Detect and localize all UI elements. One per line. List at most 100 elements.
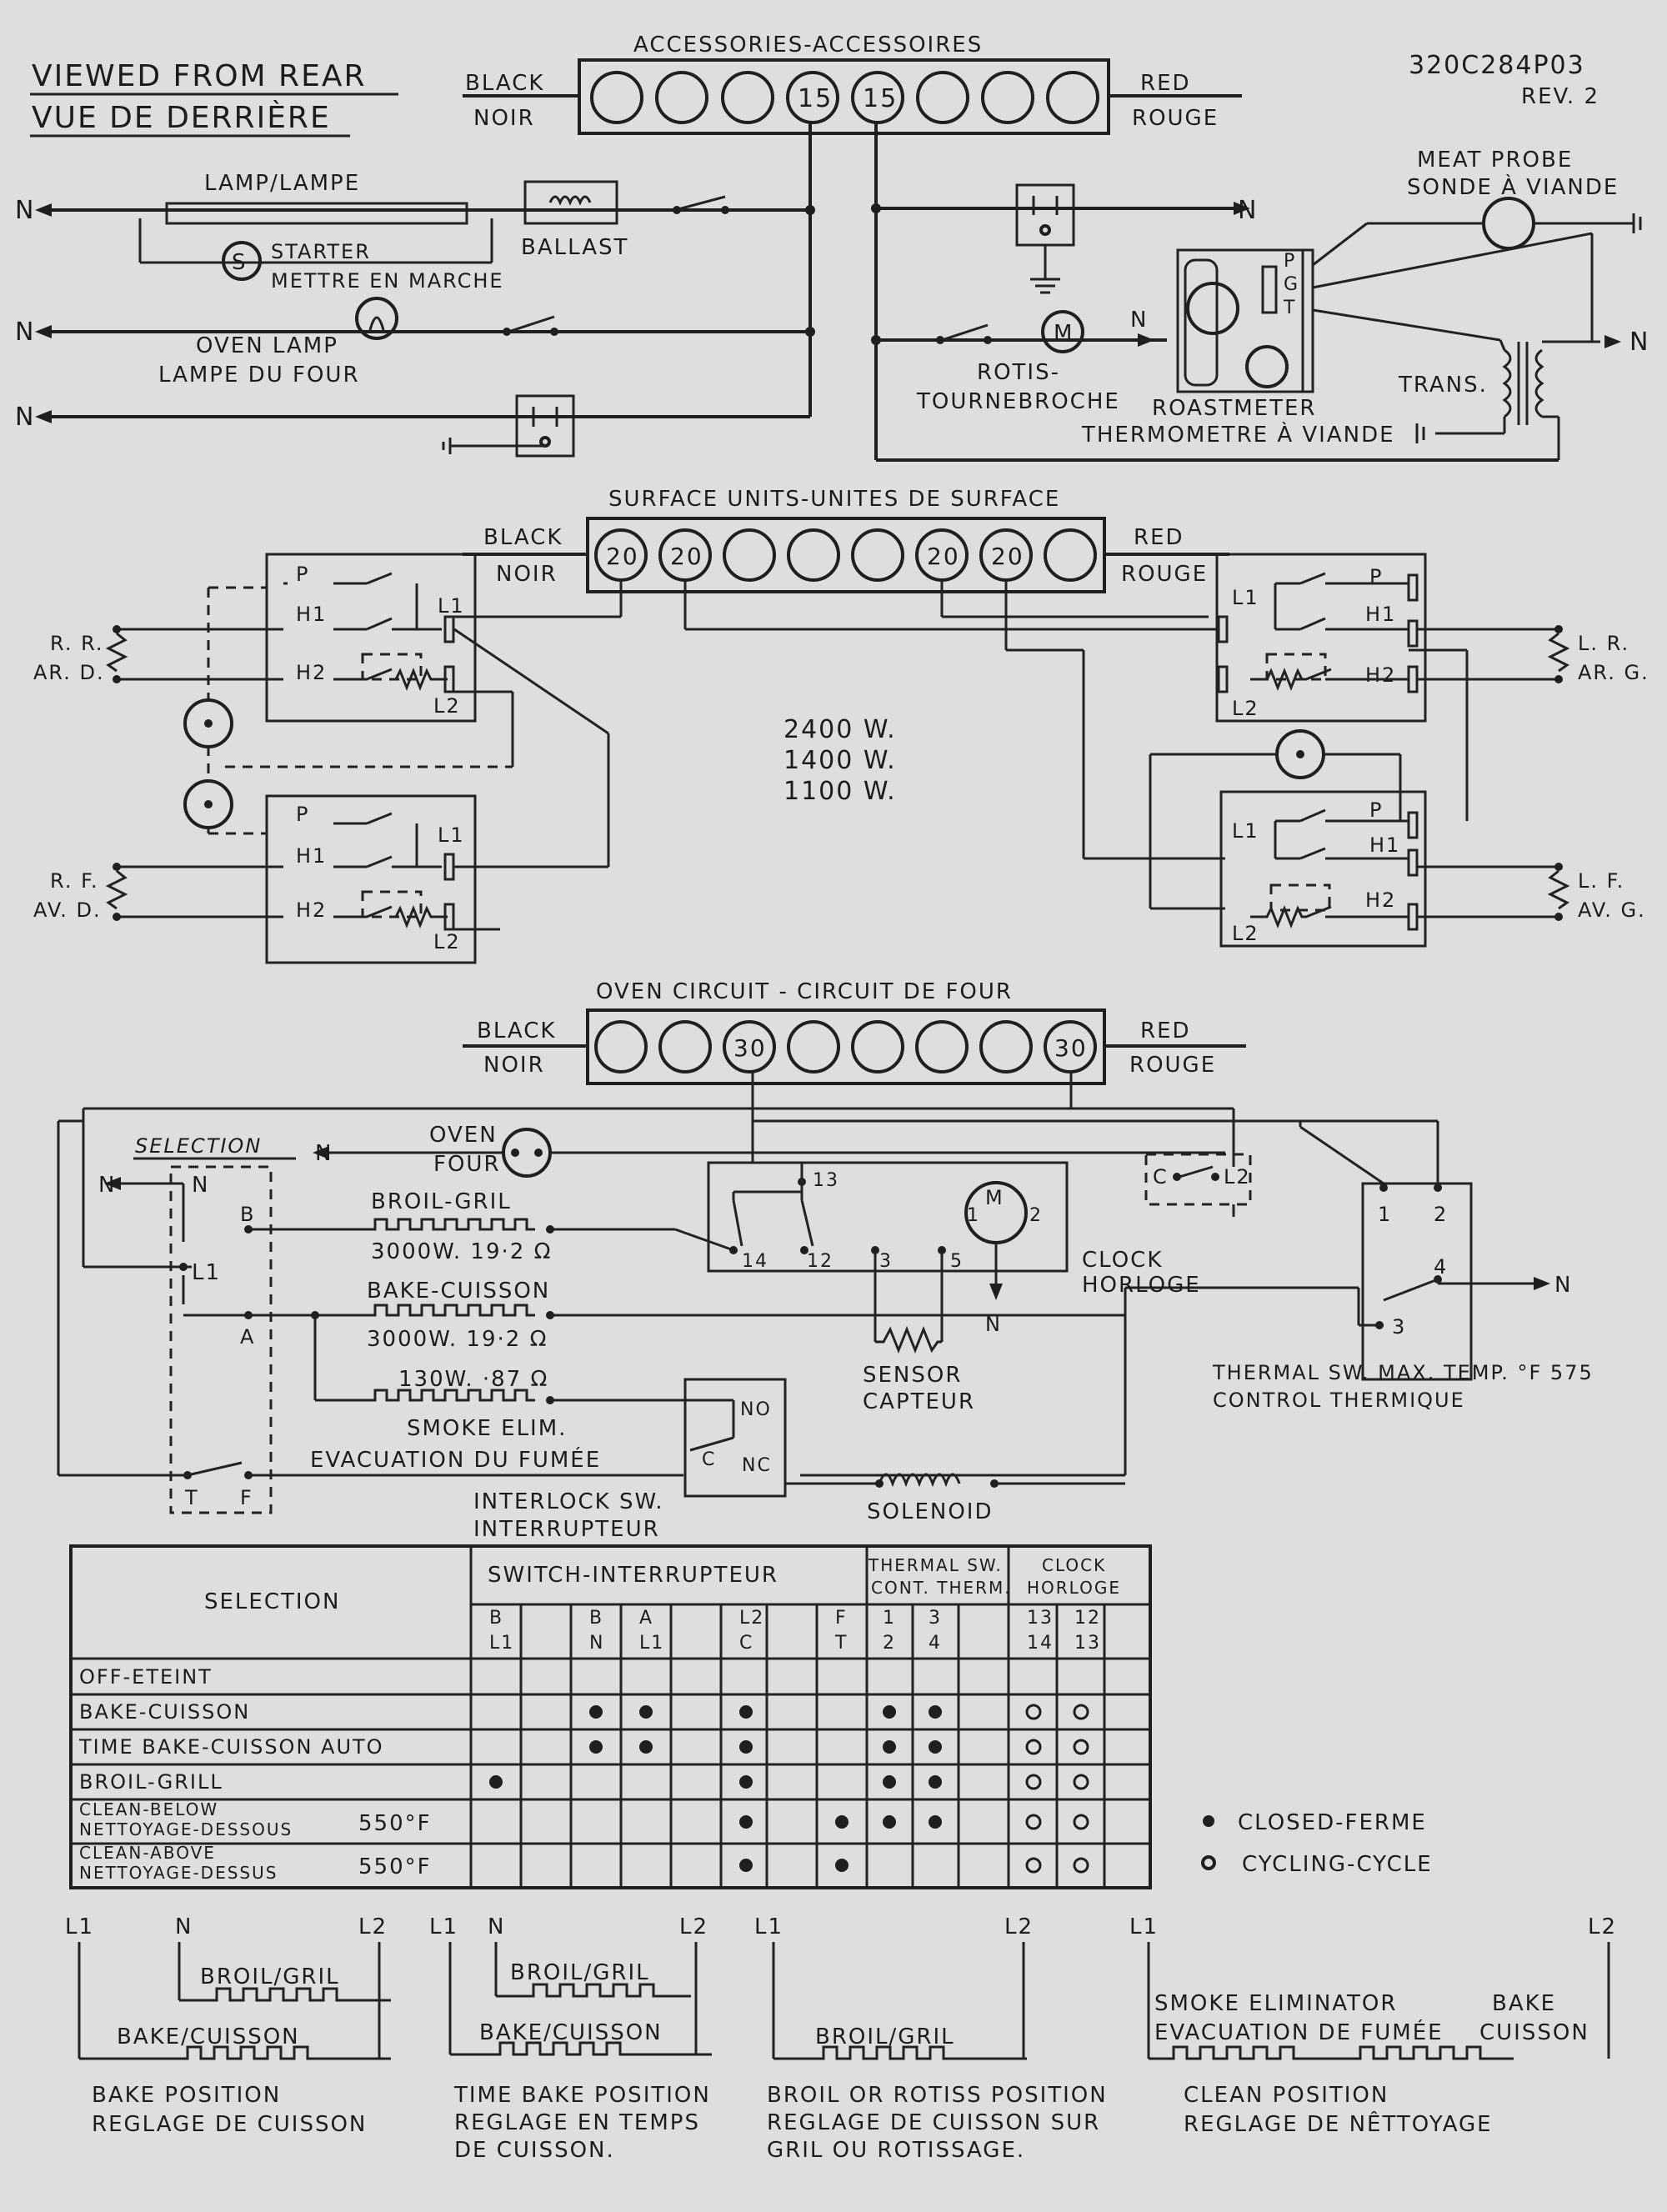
pos1-bake: BAKE/CUISSON [117, 2024, 300, 2049]
thermal-terminal-3: 3 [1392, 1315, 1406, 1339]
ground-icon [442, 438, 452, 454]
closed-mark [883, 1740, 896, 1754]
lr-label: L. R. [1578, 632, 1629, 655]
selection-n-arrow: N [98, 1173, 116, 1198]
surface-pin-4: 20 [991, 543, 1024, 570]
table-row-label: OFF-ETEINT [79, 1665, 213, 1689]
rotis-neutral: N [1130, 308, 1148, 333]
table-col-header-6-1: T [834, 1633, 848, 1654]
oven-noir: NOIR [483, 1053, 545, 1078]
selection-t: T [184, 1486, 199, 1509]
legend-closed-dot [1203, 1815, 1214, 1827]
wattage-2400: 2400 W. [783, 715, 897, 744]
lr-l1: L1 [1232, 586, 1259, 609]
closed-mark [739, 1815, 753, 1829]
accessories-black: BLACK [465, 71, 544, 96]
closed-mark [739, 1775, 753, 1789]
rotis-motor-symbol: M [1054, 321, 1074, 346]
pos4-l1: L1 [1129, 1914, 1159, 1939]
oven-title: OVEN CIRCUIT - CIRCUIT DE FOUR [596, 979, 1013, 1004]
selection-label: SELECTION [135, 1134, 262, 1158]
lr-p: P [1369, 565, 1383, 588]
rr-h2: H2 [296, 661, 327, 684]
switch-box-left-front [1219, 790, 1427, 948]
oven-pin-red: 30 [1054, 1034, 1088, 1062]
pos3-l1: L1 [754, 1914, 783, 1939]
outlet-neutral: N [15, 403, 35, 432]
table-switch-header: SWITCH-INTERRUPTEUR [488, 1563, 778, 1588]
smoke-eliminator-label: SMOKE ELIM. [407, 1416, 567, 1441]
closed-mark [929, 1705, 942, 1719]
broil-position-diagram: L1 L2 BROIL/GRIL BROIL OR ROTISS POSITIO… [754, 1914, 1106, 2163]
roastmeter-t: T [1283, 298, 1296, 318]
oven-pin-black: 30 [733, 1034, 767, 1062]
table-col-header-0-0: B [489, 1608, 503, 1629]
sensor-label-fr: CAPTEUR [863, 1389, 975, 1414]
rf-p: P [296, 803, 309, 826]
thermal-terminal-1: 1 [1378, 1203, 1392, 1226]
lamp-neutral: N [15, 196, 35, 225]
surface-pin-2: 20 [670, 543, 703, 570]
meat-probe-label-fr: SONDE À VIANDE [1407, 173, 1619, 200]
roastmeter-label: ROASTMETER [1152, 396, 1316, 421]
oven-lamp-neutral: N [315, 1141, 333, 1166]
surface-noir: NOIR [496, 562, 558, 587]
table-col-header-6-0: F [835, 1608, 848, 1629]
thermal-switch-label: THERMAL SW. MAX. TEMP. °F 575 [1212, 1361, 1594, 1384]
closed-mark [883, 1775, 896, 1789]
table-col-header-10-1: 14 [1027, 1633, 1054, 1654]
lf-element-icon [1547, 869, 1570, 910]
closed-mark [739, 1859, 753, 1872]
ballast-icon [523, 180, 618, 225]
pos2-caption-fr: REGLAGE EN TEMPS [454, 2110, 700, 2135]
closed-mark [929, 1740, 942, 1754]
cycling-mark [1073, 1739, 1089, 1755]
pos2-n: N [488, 1914, 505, 1939]
surface-black: BLACK [483, 525, 563, 550]
rf-h1: H1 [296, 844, 327, 868]
fluorescent-lamp [165, 202, 468, 225]
pos4-bake-fr: CUISSON [1479, 2020, 1589, 2045]
rotis-outlet-icon [1015, 183, 1075, 247]
selection-switch-box [169, 1165, 273, 1514]
cycling-mark [1025, 1857, 1042, 1874]
lf-p: P [1369, 798, 1383, 822]
starter-label-fr: METTRE EN MARCHE [271, 269, 504, 293]
clock-label: CLOCK [1082, 1248, 1163, 1273]
smoke-rating: 130W. ·87 Ω [398, 1367, 548, 1392]
lf-h1: H1 [1369, 833, 1400, 857]
selection-n-terminal: N [192, 1173, 209, 1198]
smoke-eliminator-label-fr: EVACUATION DU FUMÉE [310, 1446, 601, 1473]
lr-label-fr: AR. G. [1578, 661, 1649, 684]
clock-terminal-3: 3 [879, 1251, 893, 1272]
lf-h2: H2 [1365, 888, 1396, 912]
table-col-header-4-1: C [739, 1633, 753, 1654]
accessories-section: ACCESSORIES-ACCESSOIRES BLACK NOIR RED R… [15, 33, 1648, 462]
rotis-switch [941, 323, 989, 342]
closed-mark [589, 1740, 603, 1754]
closed-mark [835, 1859, 849, 1872]
accessories-title: ACCESSORIES-ACCESSOIRES [633, 33, 983, 58]
pos4-caption-fr: REGLAGE DE NÊTTOYAGE [1184, 2110, 1493, 2137]
clock-terminal-13: 13 [813, 1170, 839, 1191]
meat-probe-label: MEAT PROBE [1417, 148, 1573, 173]
wattage-1400: 1400 W. [783, 746, 897, 775]
closed-mark [639, 1705, 653, 1719]
closed-mark [589, 1705, 603, 1719]
clock-motor-1: 1 [967, 1205, 980, 1226]
starter-icon [222, 241, 262, 281]
starter-symbol: S [232, 250, 248, 275]
vue-de-derriere: VUE DE DERRIÈRE [32, 100, 331, 135]
rr-label-fr: AR. D. [33, 661, 105, 684]
viewed-from-rear: VIEWED FROM REAR [32, 59, 366, 93]
lf-l2: L2 [1232, 922, 1259, 945]
ballast-label: BALLAST [521, 235, 628, 260]
oven-light-label: OVEN [429, 1123, 498, 1148]
table-row-label: CLEAN-BELOW [79, 1799, 218, 1819]
broil-element-icon [367, 1218, 535, 1231]
oven-black: BLACK [477, 1018, 556, 1043]
thermal-switch-box [1361, 1182, 1473, 1381]
clock-terminal-12: 12 [807, 1251, 834, 1272]
interlock-no: NO [740, 1399, 772, 1420]
clock-terminal-14: 14 [742, 1251, 768, 1272]
